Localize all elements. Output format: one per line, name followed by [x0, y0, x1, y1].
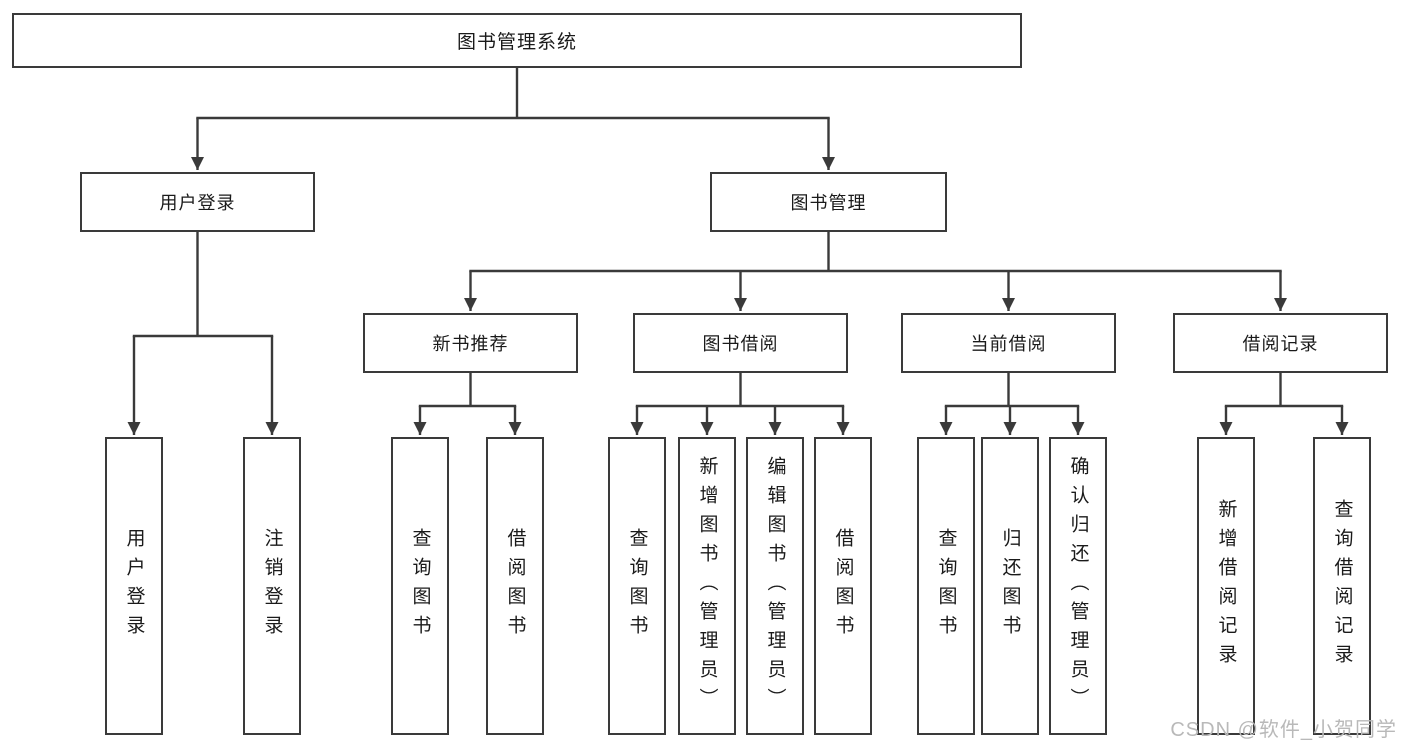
leaf-add-borrow-record-label: 新增借阅记录: [1215, 499, 1237, 673]
leaf-return-books-label: 归还图书: [999, 528, 1021, 644]
node-book-mgmt-branch-label: 图书管理: [790, 193, 867, 213]
csdn-watermark: CSDN @软件_小贺同学: [1170, 719, 1397, 741]
leaf-borrow-books-label: 借阅图书: [832, 528, 854, 644]
leaf-query-borrow-record: 查询借阅记录: [1313, 437, 1371, 735]
node-root: 图书管理系统: [12, 13, 1022, 68]
edges-user-login-branch: [127, 232, 279, 435]
node-book-mgmt-branch: 图书管理: [710, 172, 947, 232]
leaf-recommend-query-books-label: 查询图书: [409, 528, 431, 644]
leaf-confirm-return-admin-label: 确认归还（管理员）: [1067, 455, 1089, 717]
leaf-current-query-books: 查询图书: [917, 437, 975, 735]
node-book-borrow: 图书借阅: [633, 313, 848, 373]
edges-book-mgmt-to-level3: [464, 232, 1287, 311]
leaf-add-books-admin-label: 新增图书（管理员）: [696, 455, 718, 717]
edges-current-borrow: [939, 373, 1085, 435]
node-borrow-record: 借阅记录: [1173, 313, 1388, 373]
node-root-label: 图书管理系统: [456, 32, 577, 53]
leaf-return-books: 归还图书: [981, 437, 1039, 735]
node-current-borrow-label: 当前借阅: [970, 334, 1047, 354]
leaf-recommend-borrow-books-label: 借阅图书: [504, 528, 526, 644]
leaf-recommend-query-books: 查询图书: [391, 437, 449, 735]
leaf-current-query-books-label: 查询图书: [935, 528, 957, 644]
leaf-borrow-query-books: 查询图书: [608, 437, 666, 735]
edges-book-borrow: [630, 373, 850, 435]
node-current-borrow: 当前借阅: [901, 313, 1116, 373]
leaf-logout-label: 注销登录: [261, 528, 283, 644]
leaf-query-borrow-record-label: 查询借阅记录: [1331, 499, 1353, 673]
leaf-borrow-books: 借阅图书: [814, 437, 872, 735]
leaf-borrow-query-books-label: 查询图书: [626, 528, 648, 644]
edges-new-book-rec: [413, 373, 522, 435]
leaf-confirm-return-admin: 确认归还（管理员）: [1049, 437, 1107, 735]
node-new-book-recommend: 新书推荐: [363, 313, 578, 373]
leaf-edit-books-admin: 编辑图书（管理员）: [746, 437, 804, 735]
leaf-add-books-admin: 新增图书（管理员）: [678, 437, 736, 735]
node-user-login-branch: 用户登录: [80, 172, 315, 232]
leaf-recommend-borrow-books: 借阅图书: [486, 437, 544, 735]
node-user-login-branch-label: 用户登录: [159, 193, 236, 213]
node-borrow-record-label: 借阅记录: [1242, 334, 1319, 354]
leaf-add-borrow-record: 新增借阅记录: [1197, 437, 1255, 735]
leaf-logout: 注销登录: [243, 437, 301, 735]
leaf-edit-books-admin-label: 编辑图书（管理员）: [764, 455, 786, 717]
edges-root-to-level2: [191, 68, 835, 170]
leaf-user-login-label: 用户登录: [123, 528, 145, 644]
node-book-borrow-label: 图书借阅: [702, 334, 779, 354]
edges-borrow-record: [1219, 373, 1349, 435]
leaf-user-login: 用户登录: [105, 437, 163, 735]
node-new-book-recommend-label: 新书推荐: [432, 334, 509, 354]
